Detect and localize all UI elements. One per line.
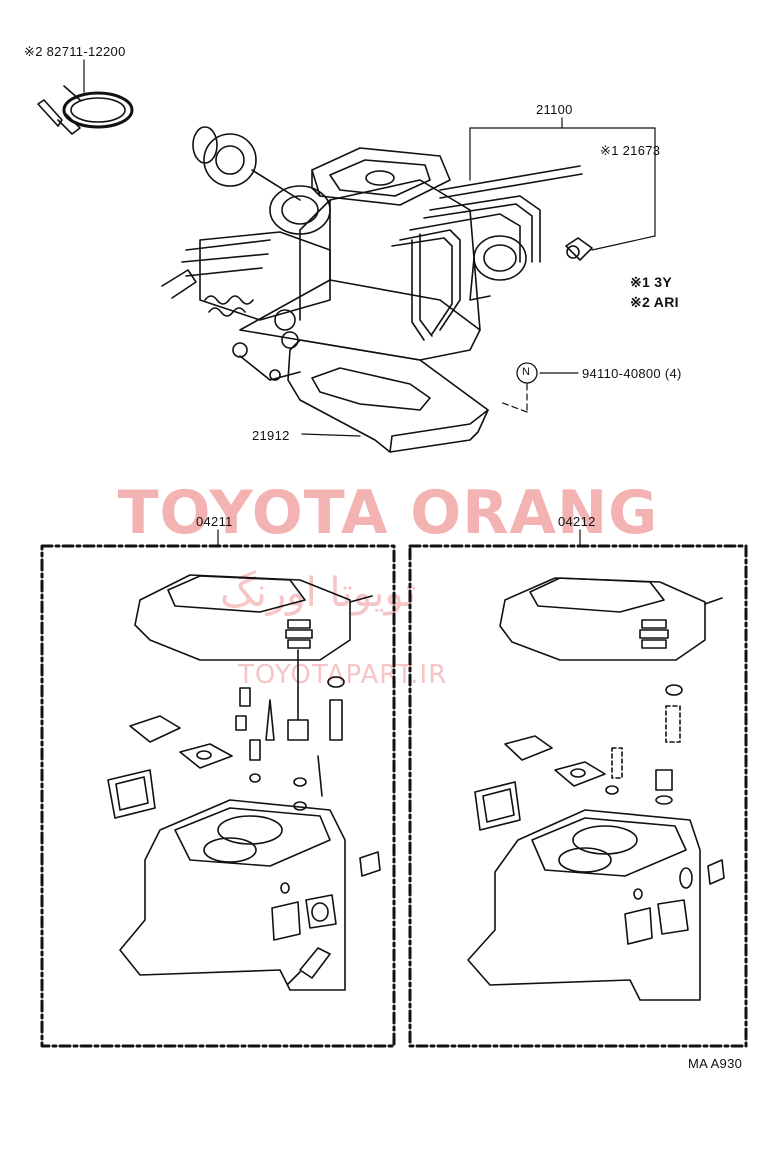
carburetor-assy-label: 21100 bbox=[536, 102, 573, 117]
leader-lines-top bbox=[83, 59, 656, 547]
kit-right-label: 04212 bbox=[558, 514, 596, 529]
note-ari-label: ※2 ARI bbox=[630, 294, 679, 310]
kit-box-right bbox=[408, 544, 748, 1048]
kit-box-left bbox=[40, 544, 396, 1048]
clamp-part-label: ※2 82711-12200 bbox=[24, 44, 126, 59]
kit-left-label: 04211 bbox=[196, 514, 233, 529]
gasket-part-label: 21912 bbox=[252, 428, 290, 443]
part-21673-label: ※1 21673 bbox=[600, 143, 661, 158]
hose-clamp-drawing bbox=[37, 85, 134, 135]
note-3y-label: ※1 3Y bbox=[630, 274, 673, 290]
watermark-brand: TOYOTA ORANG bbox=[117, 478, 659, 548]
carburetor-assembly-drawing bbox=[161, 126, 593, 453]
bolt-part-label: 94110-40800 (4) bbox=[582, 366, 682, 381]
bolt-marker-label: N bbox=[522, 366, 531, 378]
kit-right-drawing bbox=[467, 577, 725, 1001]
kit-left-drawing bbox=[107, 574, 381, 991]
figure-code-label: MA A930 bbox=[688, 1056, 743, 1071]
